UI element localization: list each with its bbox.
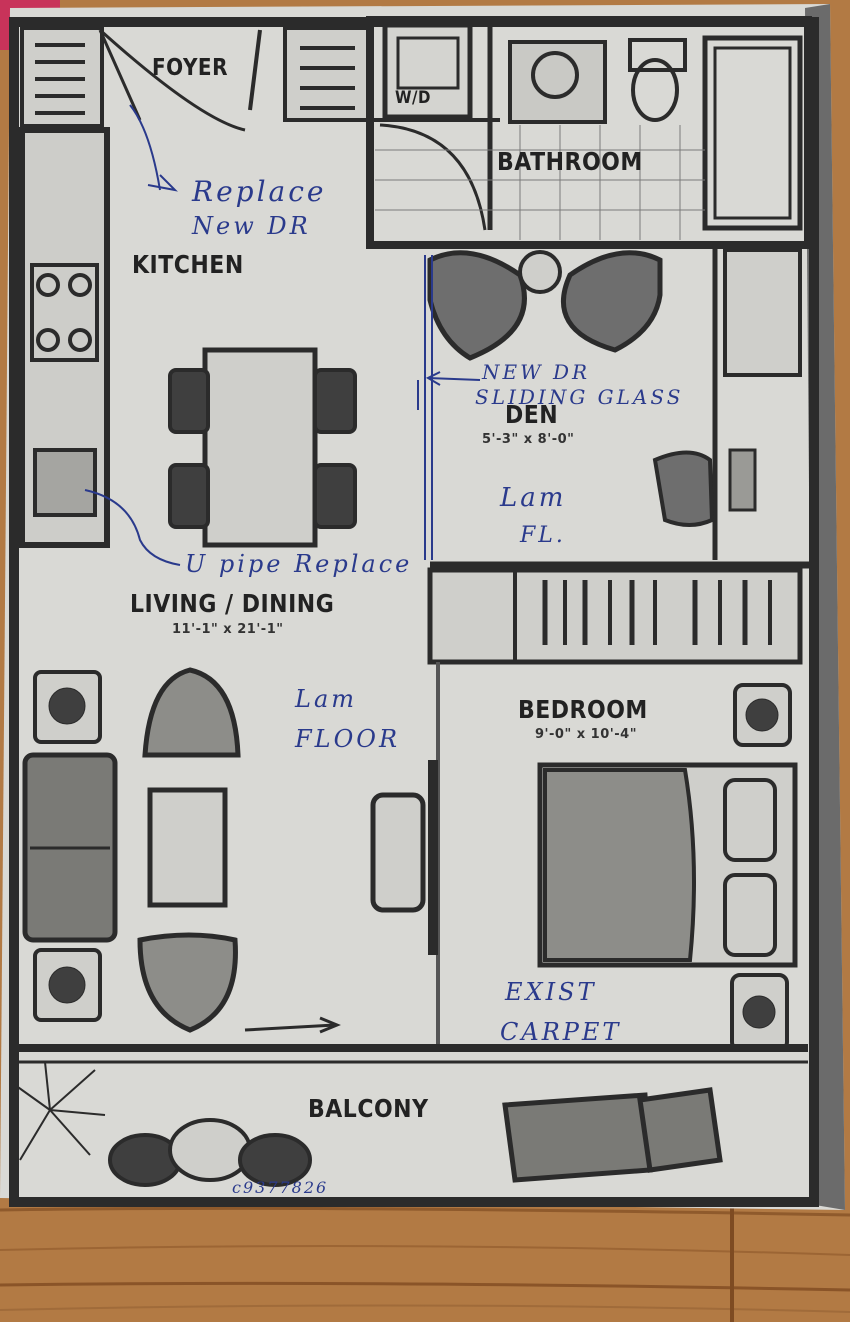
room-label-foyer: FOYER [152, 53, 228, 81]
balcony [14, 1044, 808, 1187]
room-label-wd: W/D [395, 86, 431, 108]
note-den-floor: FL. [520, 523, 566, 548]
note-new-door: New DR [192, 212, 311, 240]
kitchen-counter [19, 127, 110, 548]
note-replace: Replace [192, 175, 327, 208]
living-furniture [22, 667, 426, 1034]
room-label-balcony: BALCONY [308, 1095, 429, 1124]
note-carpet: CARPET [500, 1018, 622, 1046]
bedroom-closet [427, 567, 803, 665]
bed [537, 683, 798, 1052]
entry-door [98, 28, 246, 132]
foyer-closet [20, 26, 104, 128]
note-den-lam: Lam [500, 483, 567, 513]
ink-arrows [84, 104, 481, 566]
room-label-bedroom: BEDROOM [518, 696, 648, 725]
bathroom-tiles [375, 125, 705, 240]
foyer-closet-right [248, 26, 372, 122]
note-living-floor: FLOOR [295, 725, 401, 753]
living-dimension: 11'-1" x 21'-1" [172, 622, 284, 637]
den [370, 241, 810, 569]
den-dimension: 5'-3" x 8'-0" [482, 432, 575, 447]
note-living-lam: Lam [295, 685, 358, 713]
note-new-door-den: NEW DR [482, 360, 591, 384]
bedroom-dimension: 9'-0" x 10'-4" [535, 727, 637, 742]
tv-panel [428, 760, 438, 955]
room-label-living-dining: LIVING / DINING [130, 590, 335, 619]
sliding-door-markup [417, 255, 433, 560]
note-sliding-glass: SLIDING GLASS [475, 385, 684, 409]
room-label-den: DEN [505, 401, 559, 430]
note-code: c9377826 [232, 1178, 329, 1197]
room-label-bathroom: BATHROOM [497, 148, 643, 177]
note-u-pipe-replace: U pipe Replace [185, 550, 413, 578]
dining-set [168, 347, 357, 548]
note-exist: EXIST [505, 978, 597, 1006]
room-label-kitchen: KITCHEN [132, 251, 244, 280]
